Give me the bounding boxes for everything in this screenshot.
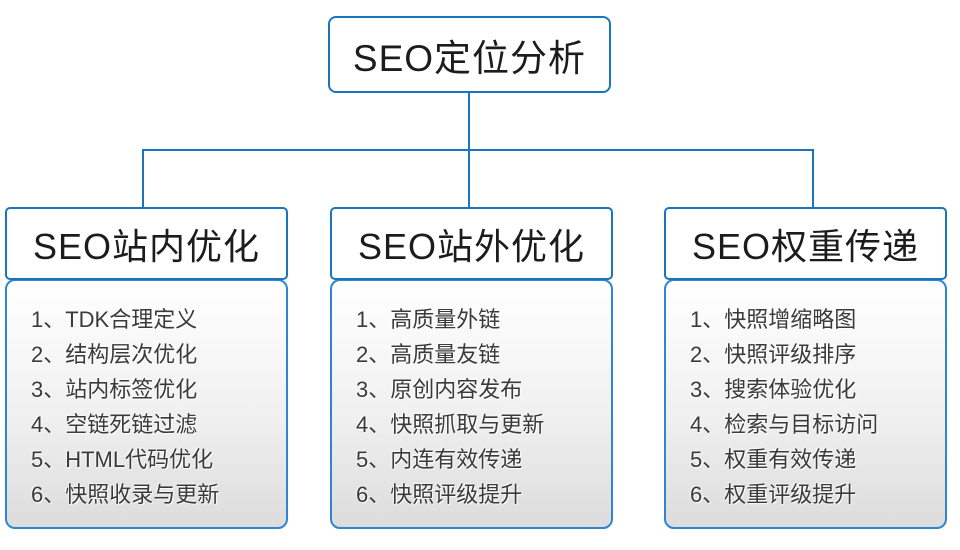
list-item: 6、快照收录与更新 — [31, 482, 220, 507]
list-item: 4、检索与目标访问 — [690, 412, 879, 437]
list-item: 2、高质量友链 — [356, 342, 501, 367]
list-item: 5、内连有效传递 — [356, 447, 523, 472]
node-weight-transfer: SEO权重传递 — [664, 207, 947, 280]
list-item: 3、原创内容发布 — [356, 377, 523, 402]
list-item: 4、空链死链过滤 — [31, 412, 198, 437]
list-item: 6、权重评级提升 — [690, 482, 857, 507]
list-item: 2、快照评级排序 — [690, 342, 857, 367]
list-item: 1、快照增缩略图 — [690, 307, 857, 332]
connector-horizontal — [142, 149, 814, 151]
list-item: 1、高质量外链 — [356, 307, 501, 332]
node-offsite-optimization: SEO站外优化 — [330, 207, 613, 280]
root-node-seo-positioning: SEO定位分析 — [328, 16, 611, 93]
list-item: 3、站内标签优化 — [31, 377, 198, 402]
list-item: 3、搜索体验优化 — [690, 377, 857, 402]
list-panel-offsite: 1、高质量外链 2、高质量友链 3、原创内容发布 4、快照抓取与更新 5、内连有… — [330, 279, 613, 529]
list-panel-weight: 1、快照增缩略图 2、快照评级排序 3、搜索体验优化 4、检索与目标访问 5、权… — [664, 279, 947, 529]
list-item: 1、TDK合理定义 — [31, 307, 198, 332]
list-item: 2、结构层次优化 — [31, 342, 198, 367]
list-item: 4、快照抓取与更新 — [356, 412, 545, 437]
list-item: 6、快照评级提升 — [356, 482, 523, 507]
column-offsite-optimization: SEO站外优化 1、高质量外链 2、高质量友链 3、原创内容发布 4、快照抓取与… — [330, 207, 613, 529]
connector-vertical-right — [812, 149, 814, 208]
connector-vertical-left — [142, 149, 144, 208]
list-item: 5、权重有效传递 — [690, 447, 857, 472]
list-item: 5、HTML代码优化 — [31, 447, 214, 472]
column-onsite-optimization: SEO站内优化 1、TDK合理定义 2、结构层次优化 3、站内标签优化 4、空链… — [5, 207, 288, 529]
column-weight-transfer: SEO权重传递 1、快照增缩略图 2、快照评级排序 3、搜索体验优化 4、检索与… — [664, 207, 947, 529]
node-onsite-optimization: SEO站内优化 — [5, 207, 288, 280]
list-panel-onsite: 1、TDK合理定义 2、结构层次优化 3、站内标签优化 4、空链死链过滤 5、H… — [5, 279, 288, 529]
